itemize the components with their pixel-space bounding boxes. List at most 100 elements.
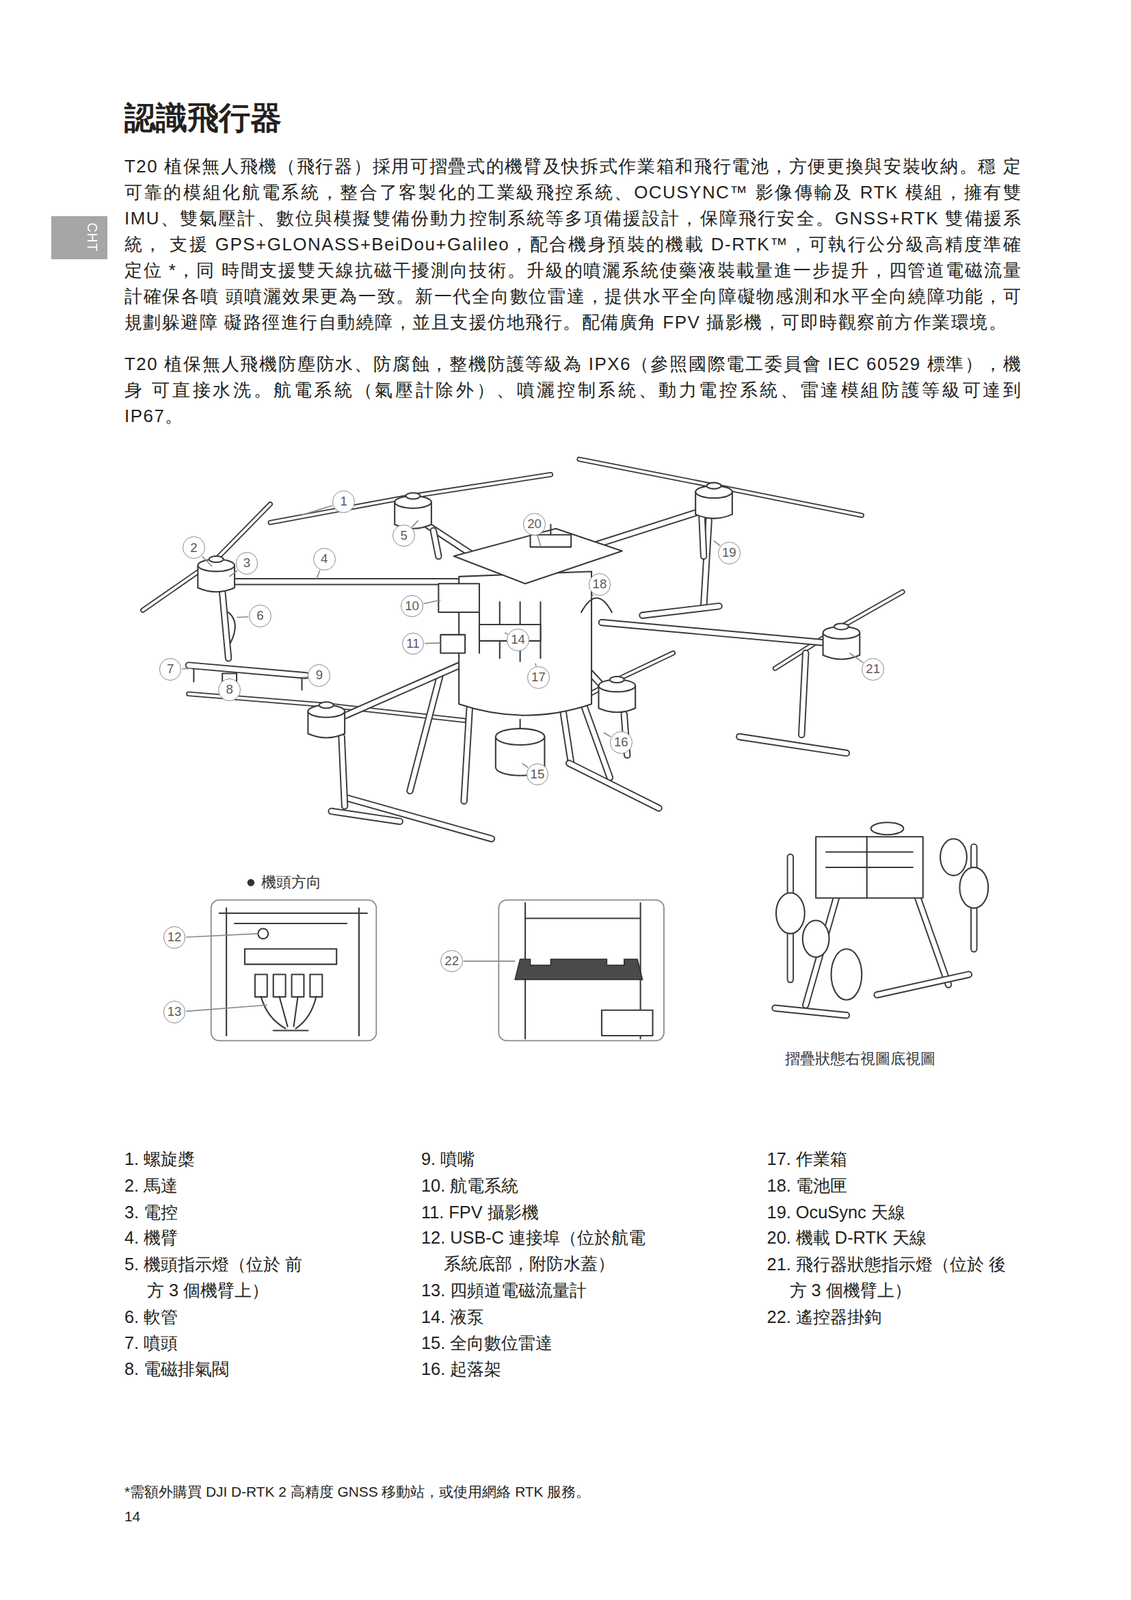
spray-nozzle-bar (433, 530, 439, 556)
callout-circle: 10 (400, 594, 424, 618)
callout-number: 16 (614, 735, 629, 749)
callout-number: 22 (444, 954, 459, 968)
motor (319, 701, 334, 708)
folded-drone (774, 821, 989, 1015)
drone-body (479, 601, 541, 662)
leader-line (591, 594, 593, 597)
spray-nozzle-bar (188, 665, 307, 676)
spray-nozzle-bar (188, 520, 847, 822)
callout-circle: 4 (313, 547, 336, 571)
motor (406, 493, 421, 500)
part-list-item: 22. 遙控器掛鉤 (767, 1303, 1023, 1330)
leader-line (300, 505, 333, 515)
callout-circle: 5 (392, 524, 416, 548)
bottom-inset (211, 899, 377, 1041)
propeller-blade (579, 458, 714, 486)
leader-line (236, 616, 249, 618)
part-list-item: 17. 作業箱 (767, 1145, 1023, 1172)
leader-line (849, 653, 863, 663)
bottom-inset (309, 974, 323, 997)
spray-nozzle-bar (341, 736, 345, 806)
drone-arm (232, 510, 827, 720)
leader-line (603, 732, 612, 737)
landing-gear (568, 763, 659, 809)
leader-line (522, 763, 529, 768)
leader-line (713, 540, 721, 546)
spray-nozzle-bar (341, 736, 345, 806)
part-list-item: 21. 飛行器狀態指示燈（位於 後方 3 個機臂上） (767, 1250, 1023, 1304)
drone-arm (601, 622, 827, 643)
propeller-blade (841, 591, 902, 627)
bottom-inset (261, 996, 317, 1030)
drone-arm (336, 663, 464, 720)
spray-nozzle-bar (739, 736, 847, 753)
leader-line (424, 642, 441, 644)
part-list-item: 18. 電池匣 (767, 1172, 1023, 1199)
spray-nozzle-bar (801, 653, 806, 735)
propeller-blade (188, 693, 327, 705)
propeller-blade (616, 653, 673, 680)
landing-gear (410, 673, 442, 792)
propeller-blade (713, 485, 862, 515)
callout-circle: 18 (588, 573, 612, 596)
part-list-item: 14. 液泵 (421, 1303, 658, 1330)
part-list-item: 5. 機頭指示燈（位於 前方 3 個機臂上） (124, 1250, 318, 1304)
callout-circle: 8 (218, 678, 241, 701)
callout-circle: 12 (163, 925, 186, 949)
drone-body (495, 728, 545, 745)
folded-drone (831, 948, 863, 1000)
spray-nozzle-bar (228, 611, 236, 643)
spray-nozzle-bar (331, 810, 401, 822)
motor (707, 482, 722, 489)
part-list-item: 4. 機臂 (124, 1223, 318, 1250)
spray-nozzle-bar (739, 736, 847, 753)
propeller-blade (142, 458, 903, 721)
motor (834, 622, 849, 630)
motor (197, 482, 860, 738)
callout-circle: 20 (523, 512, 546, 536)
callout-number: 14 (510, 633, 526, 647)
hook-inset (601, 1009, 654, 1036)
spray-nozzle-bar (433, 530, 439, 556)
spray-nozzle-bar (642, 605, 720, 615)
callout-circle: 2 (182, 536, 206, 559)
part-list-item: 2. 馬達 (124, 1172, 318, 1199)
callout-circle: 11 (402, 632, 425, 656)
callout-number: 12 (167, 930, 182, 944)
folded-drone (815, 836, 924, 898)
folded-drone (959, 867, 989, 909)
drone-body (530, 534, 572, 548)
folded-drone (774, 1007, 846, 1015)
propeller-blade (216, 503, 271, 560)
folded-drone (877, 974, 969, 995)
drone-arm (232, 577, 457, 585)
callout-circle: 7 (159, 657, 182, 681)
callout-number: 11 (406, 637, 420, 651)
part-list-item: 16. 起落架 (421, 1355, 658, 1382)
callout-number: 5 (400, 529, 407, 543)
bottom-inset (211, 899, 377, 1041)
page-number: 14 (124, 1506, 141, 1526)
callout-number: 20 (527, 517, 542, 531)
leader-line (411, 520, 418, 528)
part-list-item: 6. 軟管 (124, 1303, 318, 1330)
footnote: *需額外購買 DJI D-RTK 2 高精度 GNSS 移動站，或使用網絡 RT… (124, 1481, 591, 1501)
leader-line (185, 933, 258, 937)
view-caption: 摺疊狀態右視圖底視圖 (784, 1048, 936, 1069)
spray-nozzle-bar (801, 653, 806, 735)
callout-circle: 15 (526, 763, 550, 786)
callout-circle: 1 (332, 490, 355, 513)
drone-body (438, 583, 480, 612)
hook-inset (498, 899, 664, 1041)
bottom-inset (255, 974, 268, 997)
callout-number: 18 (592, 577, 608, 591)
leader-line (185, 1004, 268, 1011)
spray-nozzle-bar (331, 810, 401, 822)
callout-number: 17 (531, 670, 546, 684)
part-list-item: 10. 航電系統 (421, 1172, 658, 1199)
direction-dot (247, 878, 255, 886)
part-list-item: 7. 噴頭 (124, 1329, 318, 1356)
folded-drone (826, 836, 913, 898)
drone-body (581, 597, 612, 612)
callout-number: 19 (722, 546, 737, 560)
